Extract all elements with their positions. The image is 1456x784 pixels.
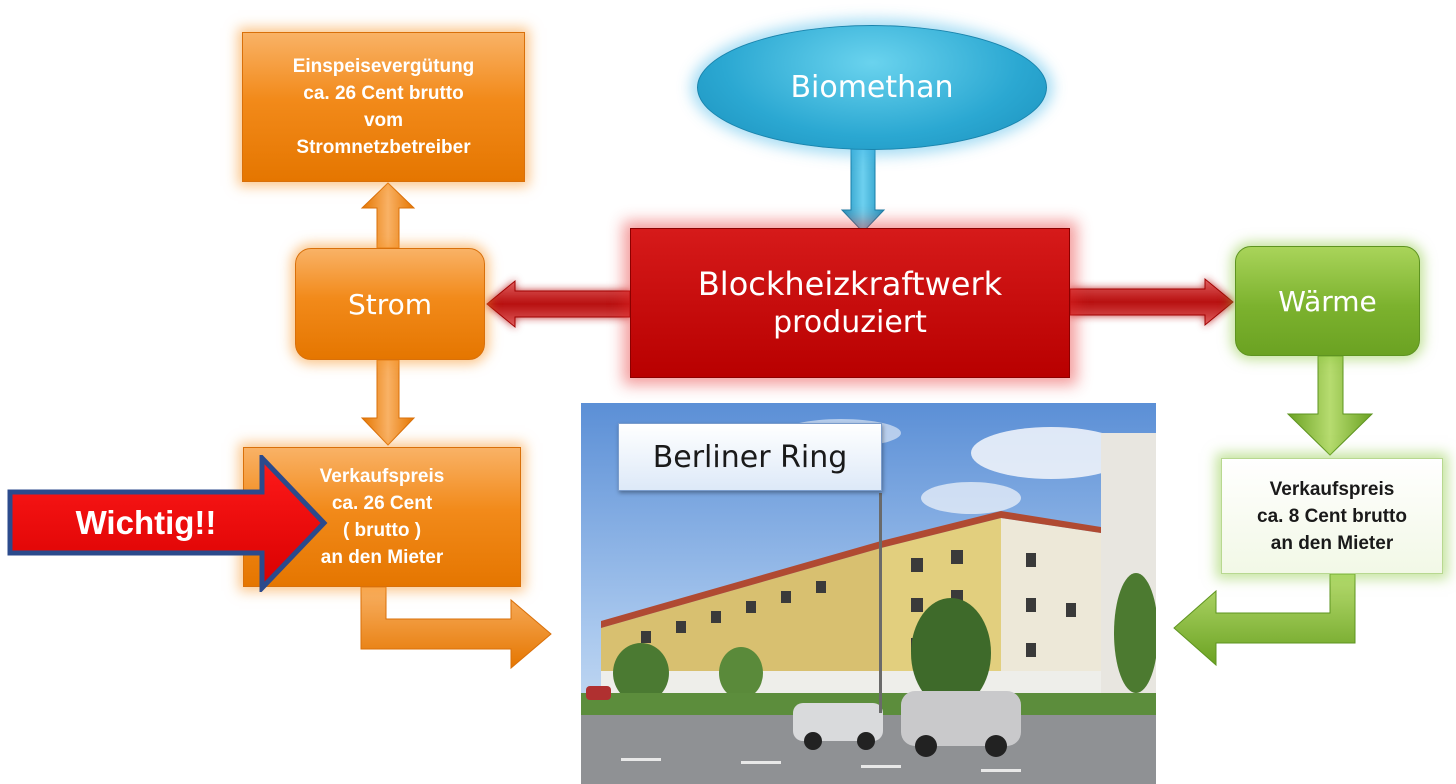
important-callout-arrow xyxy=(7,455,328,592)
electricity-sale-line-4: an den Mieter xyxy=(320,547,444,568)
feed-in-line-3: vom xyxy=(363,110,404,131)
plant-title: Blockheizkraftwerk xyxy=(697,265,1003,303)
biomethan-label: Biomethan xyxy=(790,70,954,105)
heat-sale-line-2: ca. 8 Cent brutto xyxy=(1257,505,1407,527)
heat-sale-line-1: Verkaufspreis xyxy=(1269,478,1395,500)
feed-in-line-1: Einspeisevergütung xyxy=(292,56,475,77)
arrow-biomethan-to-plant xyxy=(840,145,886,233)
arrow-heat-to-sale xyxy=(1286,355,1374,456)
feed-in-line-2: ca. 26 Cent brutto xyxy=(303,83,464,104)
feed-in-box: Einspeisevergütung ca. 26 Cent brutto vo… xyxy=(242,32,525,182)
electricity-sale-box: Verkaufspreis ca. 26 Cent ( brutto ) an … xyxy=(243,447,521,587)
heat-node: Wärme xyxy=(1235,246,1420,356)
electricity-node: Strom xyxy=(295,248,485,360)
feed-in-line-4: Stromnetzbetreiber xyxy=(296,137,471,158)
electricity-label: Strom xyxy=(347,287,433,321)
arrow-plant-to-heat xyxy=(1069,277,1234,327)
important-callout-label: Wichtig!! xyxy=(22,495,270,551)
arrow-plant-to-electricity xyxy=(486,279,631,329)
biomethan-node: Biomethan xyxy=(697,25,1047,150)
plant-subtitle: produziert xyxy=(773,305,927,340)
building-photo-label: Berliner Ring xyxy=(618,423,882,491)
arrow-heat-sale-to-building xyxy=(1173,573,1356,667)
heat-sale-line-3: an den Mieter xyxy=(1270,532,1394,554)
electricity-sale-line-2: ca. 26 Cent xyxy=(331,493,433,514)
heat-sale-box: Verkaufspreis ca. 8 Cent brutto an den M… xyxy=(1221,458,1443,574)
electricity-sale-line-1: Verkaufspreis xyxy=(319,466,445,487)
arrow-electricity-to-feed-in xyxy=(360,182,416,249)
plant-node: Blockheizkraftwerk produziert xyxy=(630,228,1070,378)
arrow-electricity-sale-to-building xyxy=(360,586,552,670)
heat-label: Wärme xyxy=(1278,284,1377,318)
building-photo-label-text: Berliner Ring xyxy=(652,439,848,475)
arrow-electricity-to-sale xyxy=(360,359,416,446)
important-callout-text: Wichtig!! xyxy=(75,504,217,541)
electricity-sale-line-3: ( brutto ) xyxy=(342,520,422,541)
